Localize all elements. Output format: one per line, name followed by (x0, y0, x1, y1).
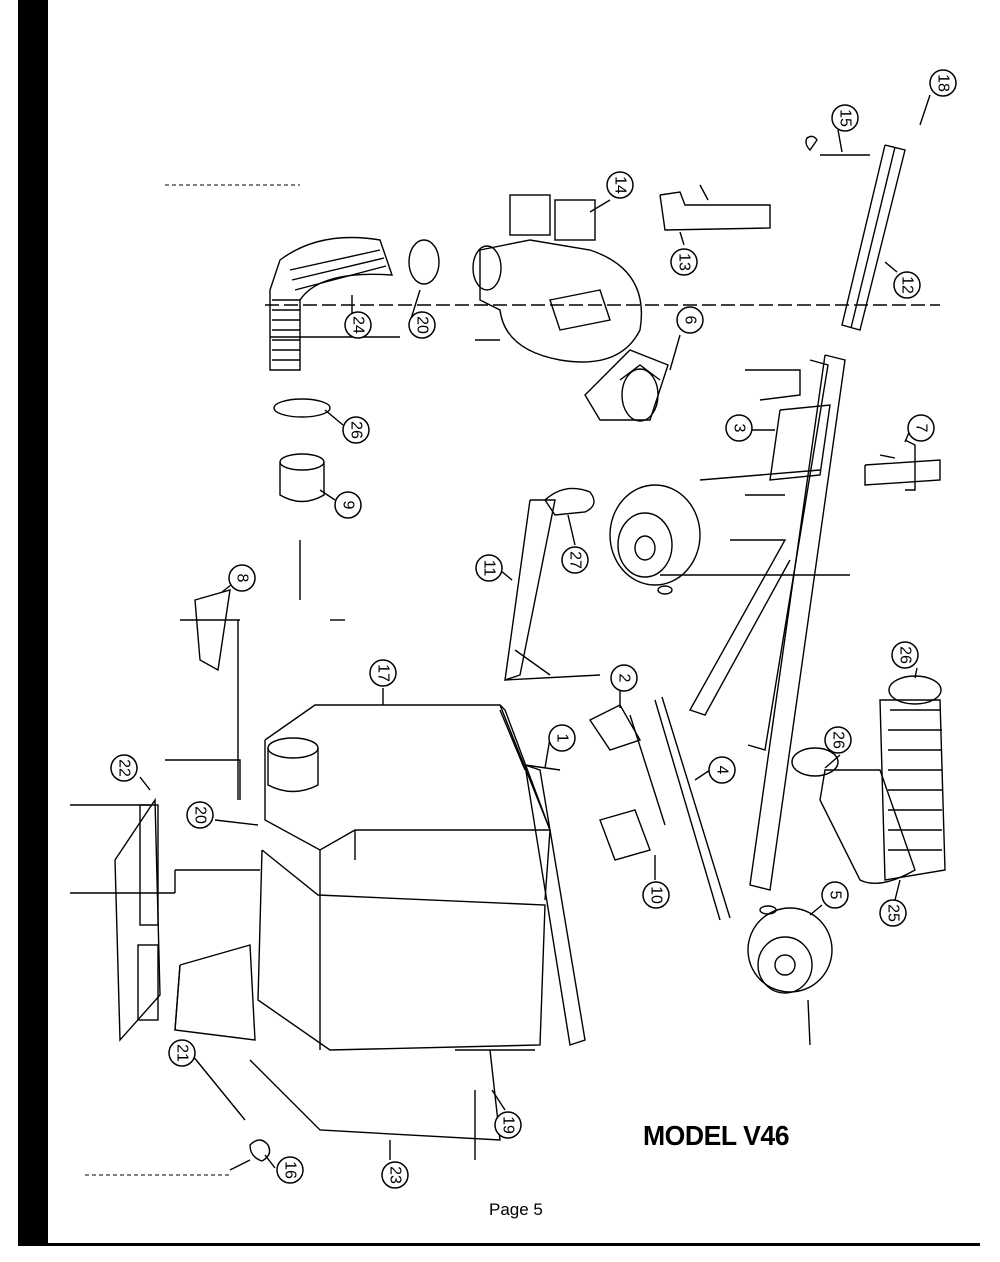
part-knob-16 (229, 1139, 271, 1171)
callout-circle (606, 171, 634, 199)
callout-circle (929, 69, 957, 97)
callout-number: 18 (935, 74, 952, 92)
callout-circle (228, 564, 256, 592)
callout-number: 12 (899, 276, 916, 294)
callout-circle (725, 414, 753, 442)
callout-number: 14 (612, 176, 629, 194)
callout-circle (670, 248, 698, 276)
callout-circle (475, 554, 503, 582)
callout-number: 15 (837, 109, 854, 127)
callout-number: 26 (348, 421, 365, 439)
part-wheel-5 (747, 905, 833, 1046)
callout-number: 26 (830, 731, 847, 749)
callout-number: 27 (567, 551, 584, 569)
part-plate-8 (180, 589, 345, 800)
callout-number: 13 (676, 253, 693, 271)
part-cabinet-17 (257, 704, 552, 1051)
callout-number: 1 (554, 734, 571, 743)
callout-circle (494, 1111, 522, 1139)
callout-circle (342, 416, 370, 444)
callout-number: 11 (481, 560, 498, 577)
part-clamp-ring-26b (791, 747, 839, 777)
part-duct-24 (269, 236, 394, 371)
callout-number: 24 (350, 316, 367, 334)
callout-circle (891, 641, 919, 669)
callout-circle (831, 104, 859, 132)
callout-number: 20 (192, 806, 209, 824)
callout-circle (168, 1039, 196, 1067)
part-axle-4 (654, 696, 731, 921)
callout-number: 26 (897, 646, 914, 664)
callout-circle (642, 881, 670, 909)
callout-circle (548, 724, 576, 752)
callout-circle (186, 801, 214, 829)
part-ring-20 (408, 239, 440, 285)
callout-circle (708, 756, 736, 784)
part-pulley-27 (544, 487, 595, 516)
page-number: Page 5 (489, 1200, 543, 1219)
callout-number: 5 (827, 891, 844, 900)
callout-number: 23 (387, 1166, 404, 1184)
callout-circle (408, 311, 436, 339)
callout-number: 22 (116, 759, 133, 777)
callout-circle (334, 491, 362, 519)
callout-circle (276, 1156, 304, 1184)
callout-number: 10 (648, 886, 665, 904)
part-rail-23 (249, 1049, 535, 1160)
scan-bottom-edge (18, 1243, 980, 1246)
callout-number: 3 (731, 424, 748, 433)
callout-number: 16 (282, 1161, 299, 1179)
part-bracket-2 (588, 704, 666, 861)
callout-circle (561, 546, 589, 574)
part-bracket-13 (659, 184, 771, 231)
part-rail-1 (524, 764, 586, 1046)
callout-circle (676, 306, 704, 334)
callout-circle (110, 754, 138, 782)
callout-circle (610, 664, 638, 692)
scan-edge-shadow (18, 0, 48, 1245)
callout-number: 8 (234, 574, 251, 583)
part-grille-22 (70, 759, 260, 1042)
part-flange-6 (584, 349, 669, 422)
callout-circle (824, 726, 852, 754)
part-base-21 (174, 944, 256, 1121)
part-arm-12 (805, 135, 906, 331)
callout-circle (821, 881, 849, 909)
callout-number: 2 (616, 674, 633, 683)
callout-circle (879, 899, 907, 927)
part-stand-7 (864, 439, 941, 491)
callout-circle (893, 271, 921, 299)
callout-number: 19 (500, 1116, 517, 1134)
callout-number: 21 (174, 1044, 191, 1062)
callout-number: 7 (913, 424, 930, 433)
callout-number: 4 (714, 766, 731, 775)
part-collar-9 (279, 453, 325, 600)
callout-circle (907, 414, 935, 442)
callout-number: 17 (375, 664, 392, 682)
part-frame-1-upper (504, 499, 601, 682)
part-clamp-ring-26 (273, 398, 331, 418)
callout-number: 25 (885, 904, 902, 922)
callout-circle (369, 659, 397, 687)
part-wheel-11 (609, 484, 701, 595)
callout-circle (344, 311, 372, 339)
callout-circle (381, 1161, 409, 1189)
part-duct-25 (819, 699, 946, 884)
callout-number: 20 (414, 316, 431, 334)
part-blower-14 (472, 194, 643, 363)
model-title: MODEL V46 (643, 1120, 790, 1151)
callout-number: 9 (340, 501, 357, 510)
part-chassis-frame (660, 354, 850, 891)
callout-number: 6 (682, 316, 699, 325)
